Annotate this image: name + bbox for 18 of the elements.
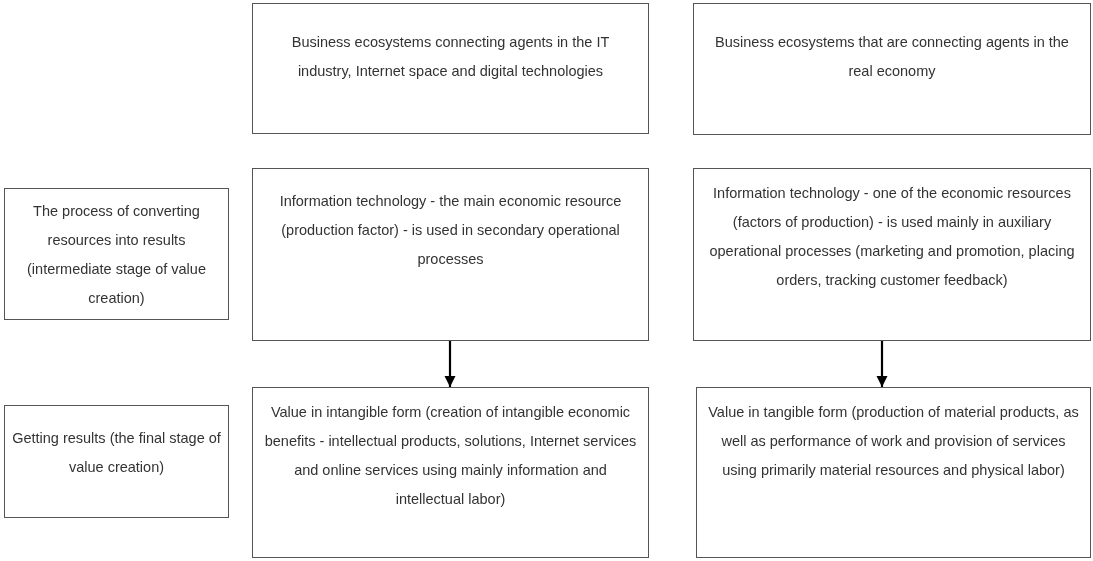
node-text: Getting results (the final stage of value creation) — [11, 429, 222, 477]
text-box — [252, 168, 649, 341]
text-box — [693, 3, 1091, 135]
node-text: Information technology - one of the economic resources (factors of production) - is used mainly in auxiliary operational processes (marketing and promotion, placing orders, tracking customer feedback) — [708, 184, 1076, 290]
node-text: The process of converting resources into results (intermediate stage of value creation) — [26, 202, 207, 308]
text-box — [693, 168, 1091, 341]
text-box — [4, 405, 229, 518]
node-text: Business ecosystems that are connecting agents in the real economy — [714, 33, 1070, 81]
node-text: Information technology - the main economic resource (production factor) - is used in secondary operational processes — [278, 192, 623, 269]
text-box — [252, 387, 649, 558]
text-box — [696, 387, 1091, 558]
text-box — [4, 188, 229, 320]
arrow — [876, 341, 888, 387]
arrow — [444, 341, 456, 387]
text-box — [252, 3, 649, 134]
node-text: Business ecosystems connecting agents in the IT industry, Internet space and digital technologies — [290, 33, 611, 81]
node-text: Value in tangible form (production of material products, as well as performance of work and provision of services using primarily material resources and physical labor) — [707, 403, 1080, 480]
node-text: Value in intangible form (creation of intangible economic benefits - intellectual products, solutions, Internet services and online services using mainly information and intellectual labor) — [263, 403, 638, 509]
